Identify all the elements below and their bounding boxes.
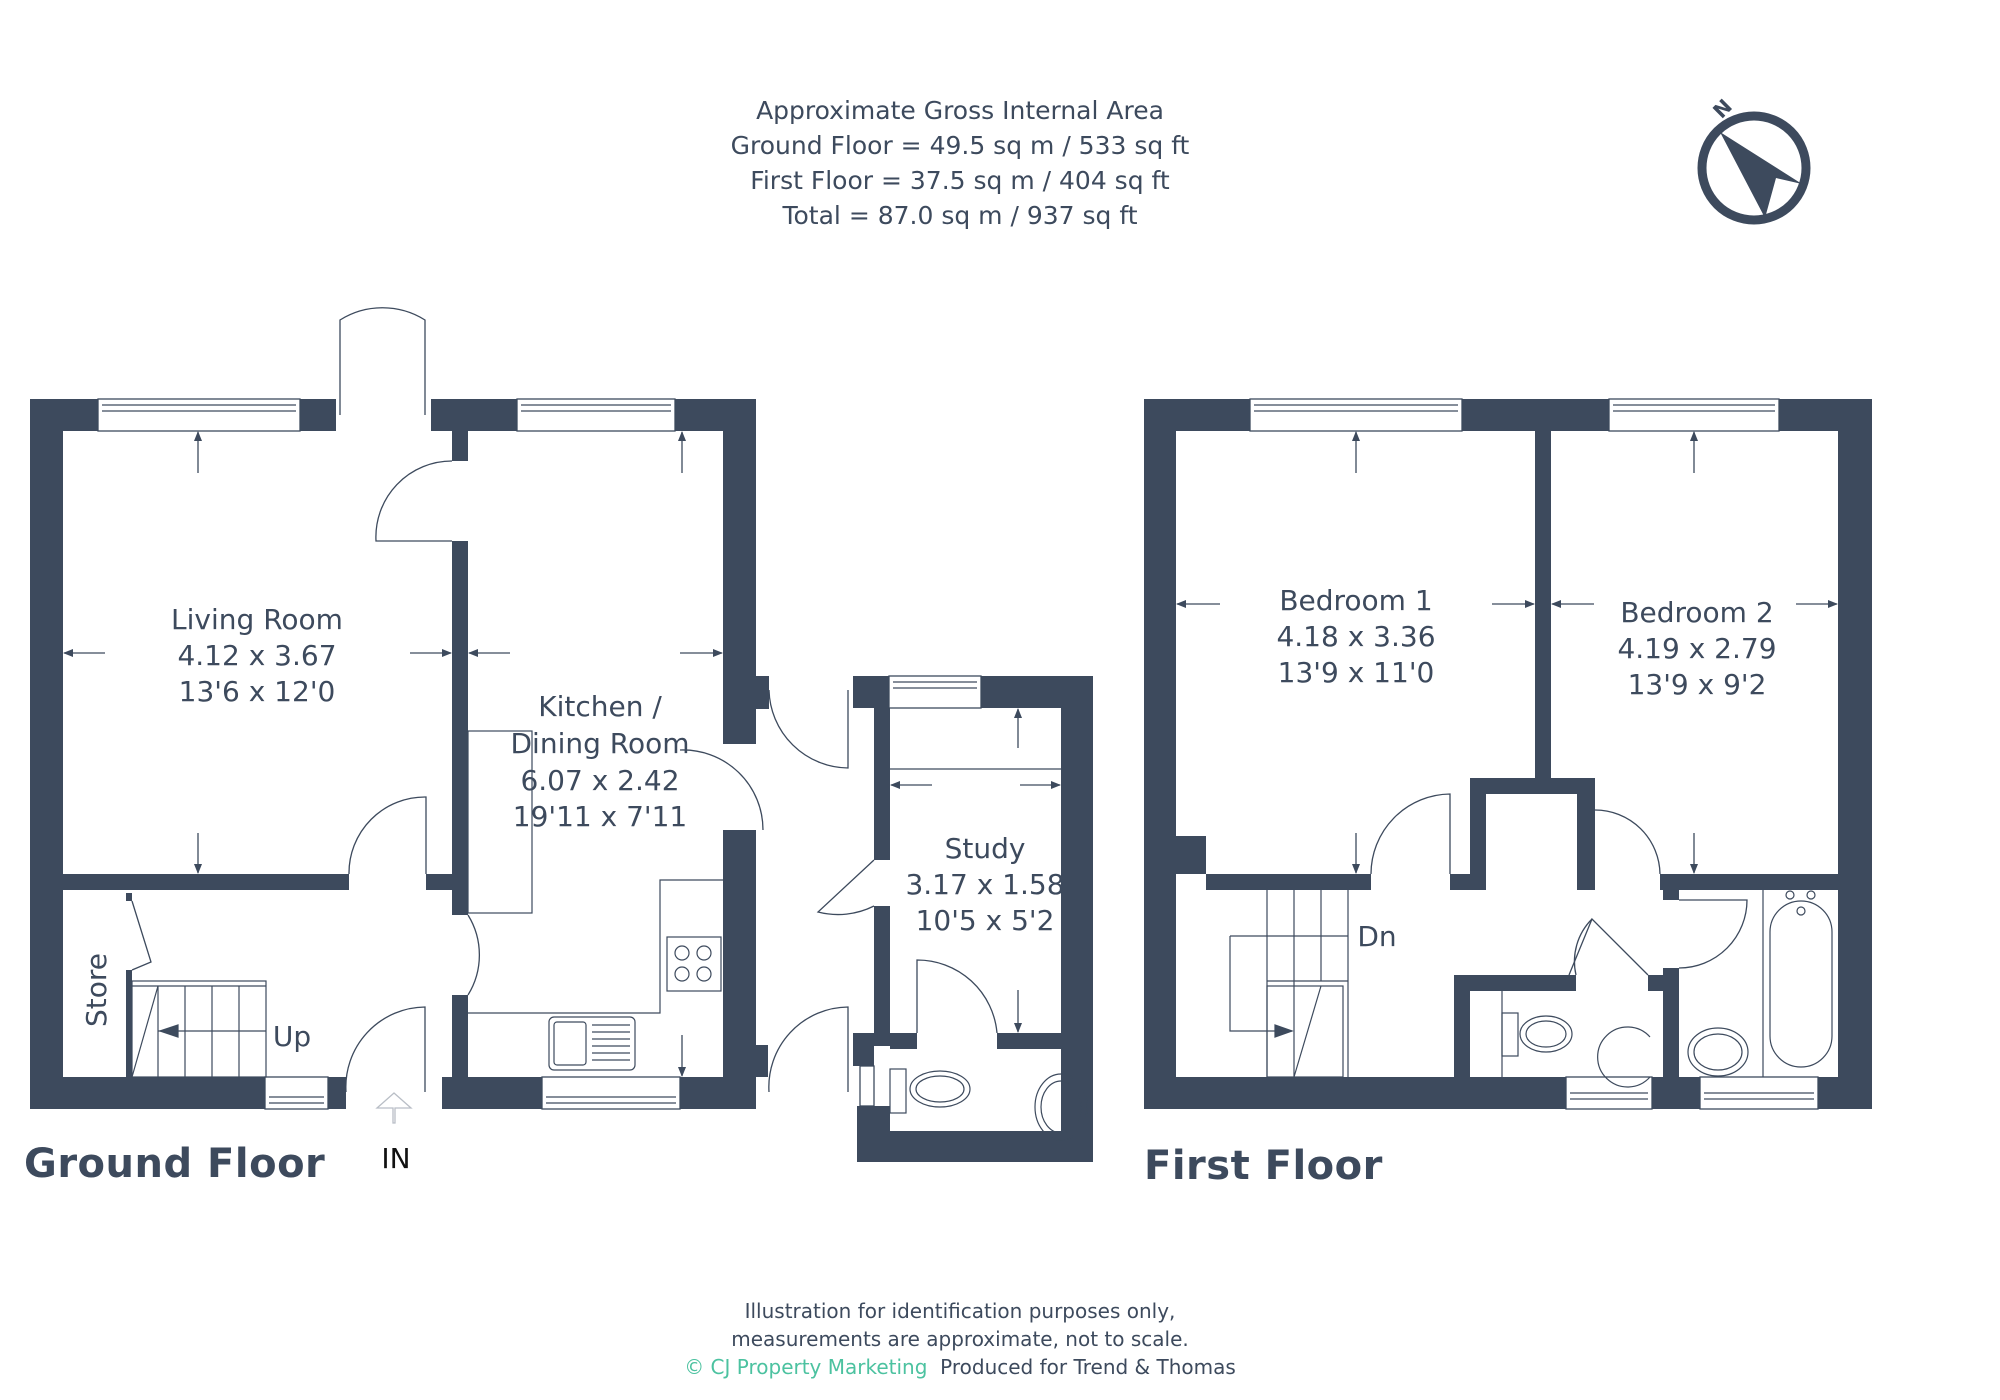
living-room-metric: 4.12 x 3.67 <box>177 639 336 672</box>
study-wc-fittings <box>889 1068 1088 1141</box>
stairs-up-label: Up <box>273 1020 311 1053</box>
bathroom-fittings <box>1501 890 1833 1088</box>
hob-icon <box>666 936 722 992</box>
stairs-up-icon <box>131 980 267 1078</box>
kitchen-name-line1: Kitchen / <box>538 690 662 723</box>
area-title: Approximate Gross Internal Area <box>756 96 1164 125</box>
total-area: Total = 87.0 sq m / 937 sq ft <box>782 201 1138 230</box>
kitchen-imperial: 19'11 x 7'11 <box>513 800 687 833</box>
entrance-label: IN <box>381 1142 410 1175</box>
north-arrow-compass-icon: N <box>1697 94 1811 225</box>
brand-credit: © CJ Property Marketing <box>684 1355 928 1379</box>
first-floor-area: First Floor = 37.5 sq m / 404 sq ft <box>750 166 1170 195</box>
bedroom-2-imperial: 13'9 x 9'2 <box>1628 668 1767 701</box>
produced-for: Produced for Trend & Thomas <box>940 1355 1236 1379</box>
bedroom-1-name: Bedroom 1 <box>1279 584 1432 617</box>
stairs-down-icon <box>1229 890 1349 1078</box>
kitchen-fittings <box>467 730 723 1071</box>
disclaimer-line-1: Illustration for identification purposes… <box>744 1299 1176 1323</box>
sink-icon <box>548 1016 636 1071</box>
first-floor-walls <box>1144 399 1872 1109</box>
bedroom-1-metric: 4.18 x 3.36 <box>1276 620 1435 653</box>
stairs-down-label: Dn <box>1357 920 1396 953</box>
study-imperial: 10'5 x 5'2 <box>916 904 1055 937</box>
disclaimer-line-2: measurements are approximate, not to sca… <box>731 1327 1189 1351</box>
kitchen-name-line2: Dining Room <box>510 727 689 760</box>
ground-floor-area: Ground Floor = 49.5 sq m / 533 sq ft <box>730 131 1190 160</box>
first-floor-label: First Floor <box>1144 1143 1383 1189</box>
first-floor-doors <box>1370 793 1748 976</box>
first-floor-windows <box>1249 398 1819 1110</box>
bedroom-1-imperial: 13'9 x 11'0 <box>1278 656 1435 689</box>
living-room-imperial: 13'6 x 12'0 <box>179 675 336 708</box>
dimension-arrows-ground <box>63 431 1061 1077</box>
kitchen-metric: 6.07 x 2.42 <box>520 764 679 797</box>
ground-floor-windows <box>97 398 982 1110</box>
dimension-arrows-first <box>1176 431 1838 874</box>
area-summary: Approximate Gross Internal Area Ground F… <box>0 93 1920 233</box>
ground-floor-doors <box>131 307 998 1093</box>
footer: Illustration for identification purposes… <box>0 1297 1920 1381</box>
ground-floor-label: Ground Floor <box>24 1141 326 1187</box>
study-metric: 3.17 x 1.58 <box>905 868 1064 901</box>
living-room-name: Living Room <box>171 603 343 636</box>
entrance-arrow-icon <box>375 1092 413 1124</box>
ground-floor-walls <box>30 399 1093 1162</box>
bedroom-2-name: Bedroom 2 <box>1620 596 1773 629</box>
bedroom-2-metric: 4.19 x 2.79 <box>1617 632 1776 665</box>
store-label: Store <box>80 953 113 1027</box>
study-name: Study <box>945 832 1026 865</box>
credits: © CJ Property Marketing Produced for Tre… <box>0 1353 1920 1381</box>
